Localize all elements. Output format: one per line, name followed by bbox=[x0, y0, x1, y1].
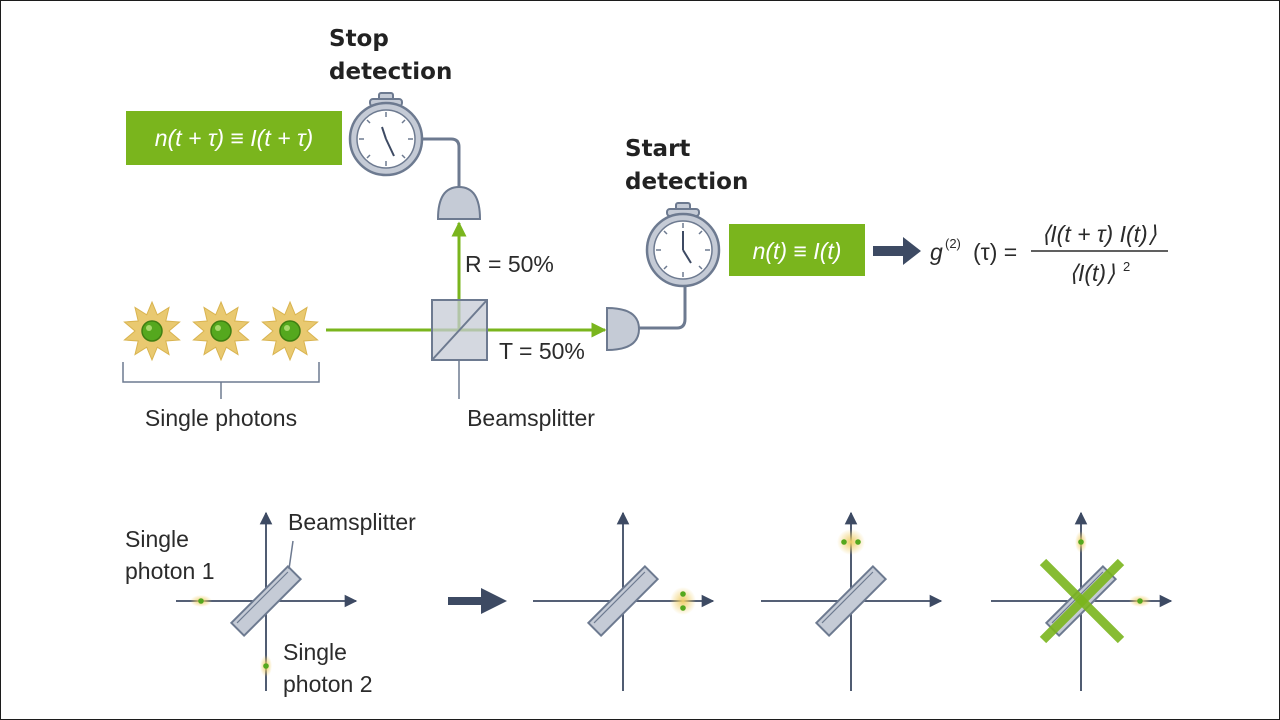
stop-cable bbox=[422, 137, 461, 187]
beamsplitter-label: Beamsplitter bbox=[467, 405, 595, 431]
start-cable bbox=[639, 286, 687, 330]
forbidden-cross-icon bbox=[1039, 558, 1125, 644]
equation-g: g bbox=[930, 239, 943, 265]
panel-2-both-transmitted bbox=[533, 511, 715, 691]
stop-detection-title-line2: detection bbox=[329, 59, 452, 85]
stopwatch-icon bbox=[348, 92, 424, 177]
start-time-box bbox=[729, 224, 865, 276]
photon-icon bbox=[680, 605, 686, 611]
start-detection-title-line2: detection bbox=[625, 169, 748, 195]
panel-1-incoming bbox=[176, 511, 358, 691]
single-photons-label: Single photons bbox=[145, 405, 297, 431]
photon2-label-line1: Single bbox=[283, 639, 347, 665]
photon-icon bbox=[680, 591, 686, 597]
photon-icon bbox=[841, 539, 847, 545]
g2-equation: g (2) (τ) = ⟨I(t + τ) I(t)⟩ ⟨I(t)⟩ 2 bbox=[930, 221, 1168, 286]
start-detection-title-line1: Start bbox=[625, 136, 690, 162]
stop-time-box bbox=[126, 111, 342, 165]
photon-row bbox=[123, 300, 319, 362]
reflectance-label: R = 50% bbox=[465, 251, 554, 277]
panel-4-forbidden bbox=[991, 511, 1173, 691]
photon-icon bbox=[1078, 539, 1084, 545]
photon2-label-line2: photon 2 bbox=[283, 671, 373, 697]
stopwatch-icon bbox=[645, 202, 721, 288]
photon-icon bbox=[263, 663, 269, 669]
detector-icon bbox=[436, 185, 482, 220]
equation-g-superscript: (2) bbox=[945, 236, 961, 251]
photon-icon bbox=[855, 539, 861, 545]
beamsplitter-cube bbox=[431, 299, 488, 361]
photon1-label-line1: Single bbox=[125, 526, 189, 552]
detector-icon bbox=[606, 306, 641, 352]
photons-bracket bbox=[122, 362, 320, 383]
stop-time-box-text: n(t + τ) ≡ I(t + τ) bbox=[155, 125, 313, 151]
bottom-beamsplitter-label: Beamsplitter bbox=[288, 509, 416, 535]
photon-icon bbox=[1137, 598, 1143, 604]
photon-icon bbox=[198, 598, 204, 604]
equation-numerator: ⟨I(t + τ) I(t)⟩ bbox=[1041, 221, 1156, 247]
panel-3-both-reflected bbox=[761, 511, 943, 691]
right-arrow-icon bbox=[448, 588, 507, 614]
start-time-box-text: n(t) ≡ I(t) bbox=[753, 238, 842, 264]
photon-icon bbox=[192, 300, 250, 362]
equation-denominator-superscript: 2 bbox=[1123, 259, 1130, 274]
right-arrow-icon bbox=[873, 237, 921, 265]
transmittance-label: T = 50% bbox=[499, 338, 585, 364]
photon-icon bbox=[261, 300, 319, 362]
photon1-label-line2: photon 1 bbox=[125, 558, 215, 584]
equation-argument: (τ) = bbox=[973, 239, 1017, 265]
photon-icon bbox=[123, 300, 181, 362]
stop-detection-title-line1: Stop bbox=[329, 26, 389, 52]
equation-denominator: ⟨I(t)⟩ bbox=[1069, 260, 1115, 286]
